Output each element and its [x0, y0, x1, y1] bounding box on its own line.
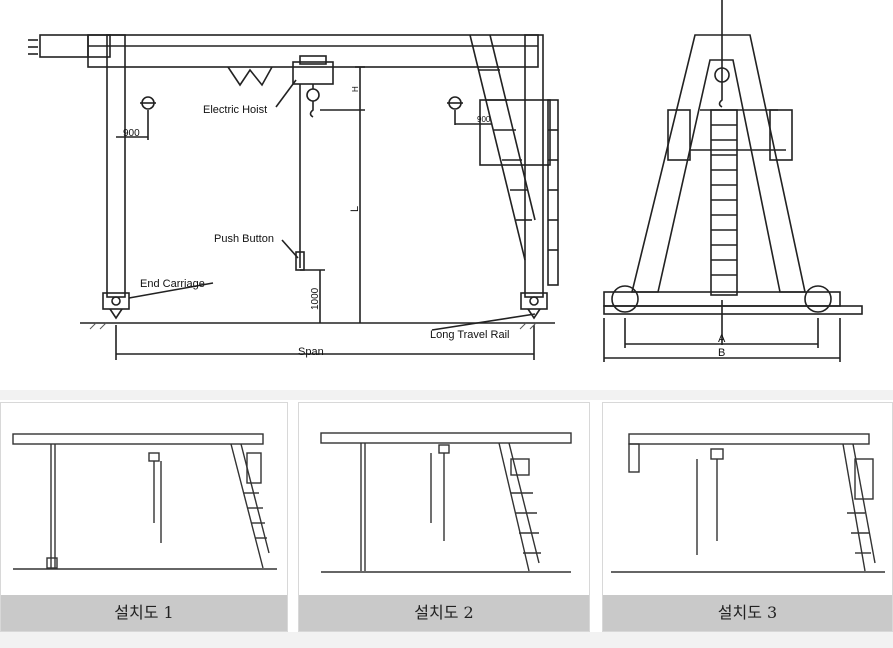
label-dim-b: B [718, 347, 725, 359]
bottom-strip [0, 632, 893, 648]
label-span: Span [298, 346, 324, 358]
installation-caption-1: 설치도 1 [1, 595, 287, 631]
electric-hoist-body [292, 61, 334, 85]
label-dim-h: H [351, 86, 360, 92]
label-dim-1000: 1000 [310, 287, 321, 310]
side-view [603, 0, 863, 362]
right-leg [524, 34, 544, 298]
label-end-carriage: End Carriage [140, 278, 205, 290]
label-dim-900-left: 900 [123, 128, 140, 139]
installation-caption-2: 설치도 2 [299, 595, 589, 631]
installation-drawing-2 [320, 432, 572, 573]
installation-drawing-1 [12, 433, 277, 570]
installation-panel-1: 설치도 1 [0, 402, 288, 632]
label-electric-hoist: Electric Hoist [203, 104, 267, 116]
left-end-carriage [102, 292, 130, 310]
label-dim-900-right: 900 [477, 115, 491, 124]
gantry-crane-drawing: Electric Hoist Push Button End Carriage … [28, 0, 863, 362]
label-push-button: Push Button [214, 233, 274, 245]
technical-drawing: Electric Hoist Push Button End Carriage … [28, 0, 863, 362]
installation-drawing-3 [611, 433, 885, 573]
label-long-travel-rail: Long Travel Rail [430, 329, 510, 341]
left-leg [106, 34, 126, 298]
installation-panel-2: 설치도 2 [298, 402, 590, 632]
installation-caption-3: 설치도 3 [603, 595, 892, 631]
section-divider [0, 390, 893, 400]
label-dim-a: A [718, 333, 726, 345]
trolley-cable [227, 66, 273, 87]
installation-panel-3: 설치도 3 [602, 402, 893, 632]
right-end-carriage [520, 292, 548, 310]
main-girder [87, 34, 539, 68]
label-dim-l: L [349, 206, 361, 212]
